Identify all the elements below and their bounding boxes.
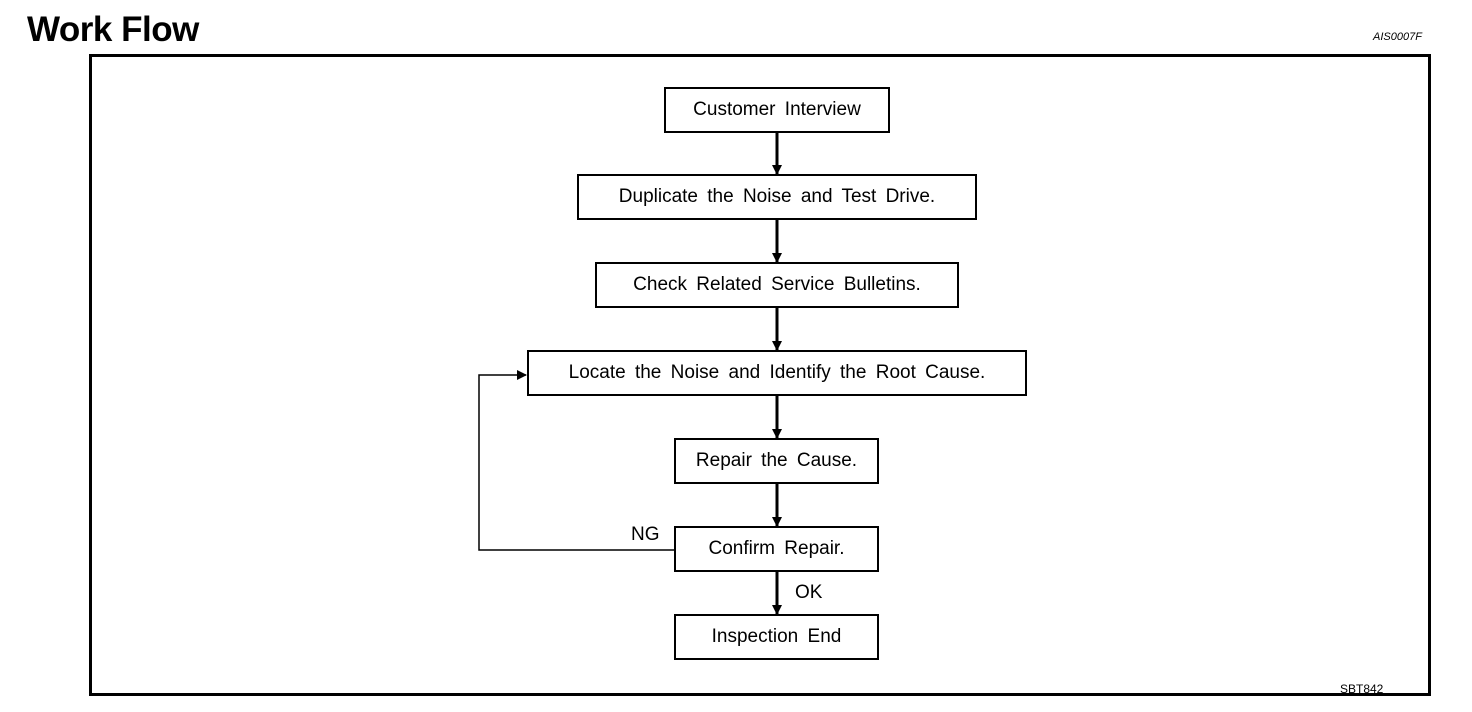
step-check-bulletins: Check Related Service Bulletins.: [595, 262, 959, 308]
ng-loop-arrow: [478, 370, 675, 551]
page-title: Work Flow: [27, 10, 199, 49]
step-customer-interview: Customer Interview: [664, 87, 890, 133]
ok-label: OK: [795, 582, 823, 603]
document-id: AIS0007F: [1373, 31, 1422, 43]
figure-id: SBT842: [1340, 682, 1384, 696]
diagram-frame: [89, 54, 1431, 696]
step-repair-cause: Repair the Cause.: [674, 438, 879, 484]
step-locate-noise: Locate the Noise and Identify the Root C…: [527, 350, 1027, 396]
step-confirm-repair: Confirm Repair.: [674, 526, 879, 572]
step-inspection-end: Inspection End: [674, 614, 879, 660]
ng-label: NG: [631, 524, 660, 545]
step-duplicate-noise: Duplicate the Noise and Test Drive.: [577, 174, 977, 220]
